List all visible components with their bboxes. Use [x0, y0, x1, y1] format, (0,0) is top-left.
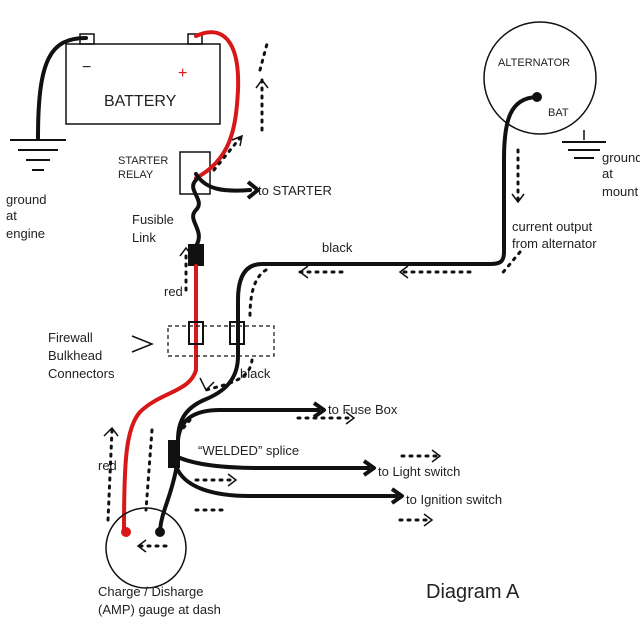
diagram-title: Diagram A: [426, 581, 520, 603]
red-label-upper: red: [164, 284, 183, 299]
ignition-switch-label: to Ignition switch: [406, 492, 502, 507]
ground-engine-symbol: [10, 36, 88, 171]
relay-to-starter-wire: [194, 172, 252, 193]
firewall-pointer: [131, 335, 155, 353]
gauge-label-1: Charge / Disharge: [98, 584, 204, 599]
amp-gauge-body: [105, 507, 187, 589]
welded-splice-label: “WELDED” splice: [198, 443, 299, 458]
ground-mount-label-3: mount: [602, 184, 639, 199]
fuse-box-wire: [176, 408, 320, 442]
battery-minus-sign: −: [82, 59, 91, 76]
current-output-label-1: current output: [512, 219, 593, 234]
starter-relay-label-2: RELAY: [118, 169, 154, 181]
fusible-link-label-1: Fusible: [132, 212, 174, 227]
gauge-label-2: (AMP) gauge at dash: [98, 602, 221, 617]
ground-engine-label-2: at: [6, 208, 17, 223]
ignition-switch-wire: [174, 464, 398, 498]
fusible-link-wire: [191, 178, 201, 248]
fuse-box-arrowhead: [312, 401, 326, 419]
light-switch-arrowhead: [362, 459, 376, 477]
light-switch-wire: [178, 456, 370, 470]
to-starter-label: to STARTER: [258, 183, 332, 198]
firewall-label-2: Bulkhead: [48, 348, 102, 363]
ground-mount-label-2: at: [602, 166, 613, 181]
main-red-wire: [122, 264, 198, 532]
current-output-label-2: from alternator: [512, 236, 597, 251]
red-label-lower: red: [98, 458, 117, 473]
light-switch-label: to Light switch: [378, 464, 460, 479]
gauge-red-terminal: [121, 527, 131, 537]
alternator-bat-label: BAT: [548, 107, 569, 119]
to-starter-arrowhead: [246, 180, 260, 200]
fusible-link-connector: [188, 244, 204, 266]
ignition-switch-arrowhead: [390, 487, 404, 505]
firewall-label-3: Connectors: [48, 366, 115, 381]
fuse-box-label: to Fuse Box: [328, 402, 398, 417]
welded-splice: [168, 440, 180, 468]
black-label-upper: black: [322, 240, 353, 255]
firewall-label-1: Firewall: [48, 330, 93, 345]
battery-plus-sign: +: [178, 65, 187, 82]
ground-mount-label-1: ground: [602, 150, 640, 165]
starter-relay-label-1: STARTER: [118, 155, 168, 167]
firewall-bulkhead-box: [167, 325, 275, 357]
alternator-body: [483, 21, 597, 135]
bulkhead-connector-red: [188, 321, 204, 345]
gauge-black-terminal: [155, 527, 165, 537]
alternator-label: ALTERNATOR: [498, 57, 570, 69]
ground-engine-label-3: engine: [6, 226, 45, 241]
fusible-link-label-2: Link: [132, 230, 156, 245]
current-flow-indicators: [103, 38, 525, 553]
battery-label: BATTERY: [104, 93, 177, 110]
battery: − + BATTERY: [65, 33, 221, 125]
battery-to-relay-red-wire: [194, 30, 241, 180]
ground-engine-label-1: ground: [6, 192, 46, 207]
ground-mount-symbol: [562, 130, 606, 159]
